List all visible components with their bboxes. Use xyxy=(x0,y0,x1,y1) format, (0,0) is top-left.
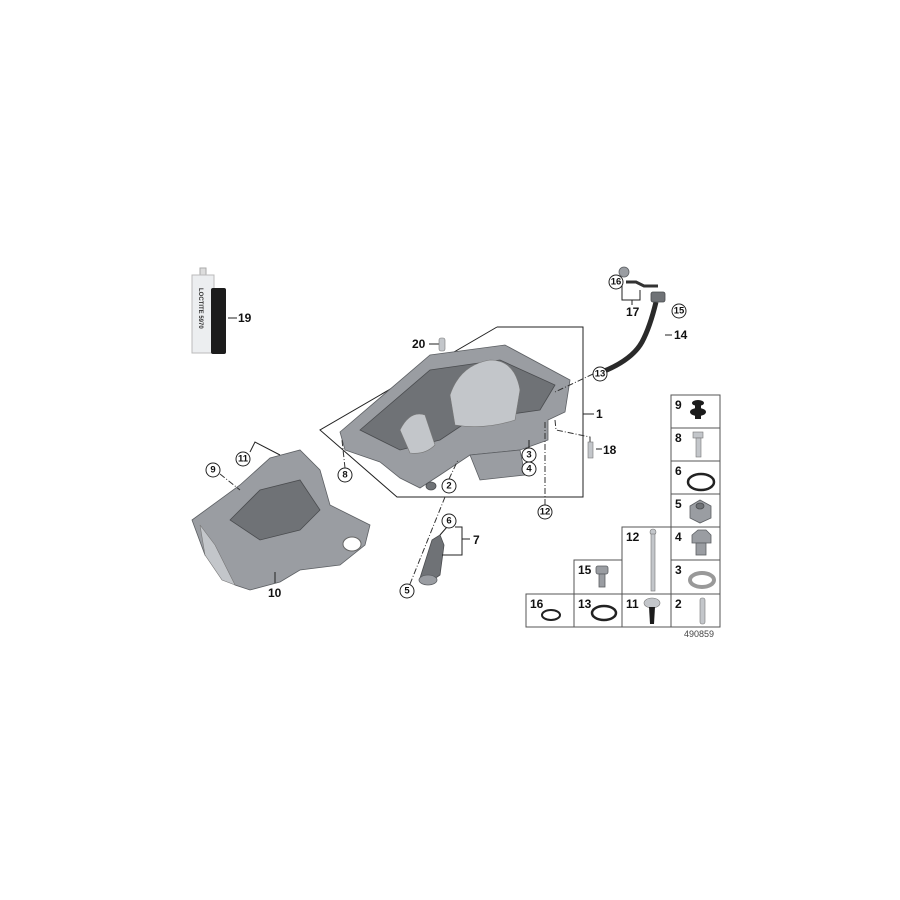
parts-grid: 9 8 6 5 4 3 2 12 11 15 13 16 xyxy=(525,394,721,628)
bolt-18[interactable] xyxy=(587,441,594,459)
svg-text:15: 15 xyxy=(578,563,592,577)
grid-cell-6[interactable]: 6 xyxy=(670,460,721,495)
cartridge-logo: LOCTITE 5970 xyxy=(197,288,203,329)
svg-text:2: 2 xyxy=(675,597,682,611)
grid-cell-5[interactable]: 5 xyxy=(670,493,721,528)
noise-insulation-shield[interactable] xyxy=(191,449,371,591)
svg-text:6: 6 xyxy=(446,516,451,527)
callout-18: 18 xyxy=(603,443,617,457)
callout-circle-13: 13 xyxy=(592,366,608,382)
callout-1: 1 xyxy=(596,407,603,421)
svg-text:9: 9 xyxy=(210,465,215,476)
callout-circle-9: 9 xyxy=(205,462,221,478)
callout-circle-11: 11 xyxy=(235,451,251,467)
callout-10: 10 xyxy=(268,586,282,600)
svg-text:16: 16 xyxy=(611,277,622,288)
grid-cell-4[interactable]: 4 xyxy=(670,526,721,561)
svg-text:4: 4 xyxy=(526,464,532,475)
grid-cell-8[interactable]: 8 xyxy=(670,427,721,462)
dipstick-cap[interactable] xyxy=(618,266,630,278)
svg-text:8: 8 xyxy=(342,470,347,481)
svg-text:3: 3 xyxy=(526,450,531,461)
callout-17: 17 xyxy=(626,305,640,319)
dipstick-guide-tube[interactable] xyxy=(601,301,659,375)
callout-circle-4: 4 xyxy=(521,461,537,477)
callout-circle-5: 5 xyxy=(399,583,415,599)
callout-20: 20 xyxy=(412,337,426,351)
svg-text:5: 5 xyxy=(404,586,410,597)
svg-text:13: 13 xyxy=(595,369,606,380)
grid-cell-16[interactable]: 16 xyxy=(525,593,575,628)
tube-bracket xyxy=(650,291,666,303)
callout-19: 19 xyxy=(238,311,252,325)
svg-text:11: 11 xyxy=(238,454,249,465)
oil-pan[interactable] xyxy=(339,344,571,491)
oil-level-sensor[interactable] xyxy=(418,534,445,586)
grid-cell-9[interactable]: 9 xyxy=(670,394,721,429)
svg-text:8: 8 xyxy=(675,431,682,445)
callout-circle-3: 3 xyxy=(521,447,537,463)
grid-cell-3[interactable]: 3 xyxy=(670,559,721,595)
diagram-reference-number: 490859 xyxy=(684,629,714,639)
callout-circle-15: 15 xyxy=(671,303,687,319)
svg-text:16: 16 xyxy=(530,597,544,611)
pin-20[interactable] xyxy=(438,337,446,352)
cartridge-black-tube xyxy=(211,288,226,354)
callout-circle-2: 2 xyxy=(441,478,457,494)
grid-cell-15[interactable]: 15 xyxy=(573,559,623,595)
svg-text:12: 12 xyxy=(540,507,551,518)
oil-pan-group-frame xyxy=(319,326,584,498)
svg-text:2: 2 xyxy=(446,481,451,492)
callout-circle-12: 12 xyxy=(537,504,553,520)
svg-text:4: 4 xyxy=(675,530,682,544)
svg-text:13: 13 xyxy=(578,597,592,611)
grid-cell-12[interactable]: 12 xyxy=(621,526,672,595)
svg-text:9: 9 xyxy=(675,398,682,412)
sealant-cartridge[interactable]: LOCTITE 5970 xyxy=(191,267,226,354)
grid-cell-11[interactable]: 11 xyxy=(621,593,672,628)
grid-cell-2[interactable]: 2 xyxy=(670,593,721,628)
svg-text:15: 15 xyxy=(674,306,685,317)
callout-circle-8: 8 xyxy=(337,467,353,483)
svg-text:3: 3 xyxy=(675,563,682,577)
callout-14: 14 xyxy=(674,328,688,342)
grid-cell-13[interactable]: 13 xyxy=(573,593,623,628)
svg-text:11: 11 xyxy=(626,597,639,611)
callout-7: 7 xyxy=(473,533,480,547)
callout-circle-16: 16 xyxy=(608,274,624,290)
callout-circle-6: 6 xyxy=(441,513,457,529)
svg-text:6: 6 xyxy=(675,464,682,478)
svg-text:12: 12 xyxy=(626,530,640,544)
svg-text:5: 5 xyxy=(675,497,682,511)
